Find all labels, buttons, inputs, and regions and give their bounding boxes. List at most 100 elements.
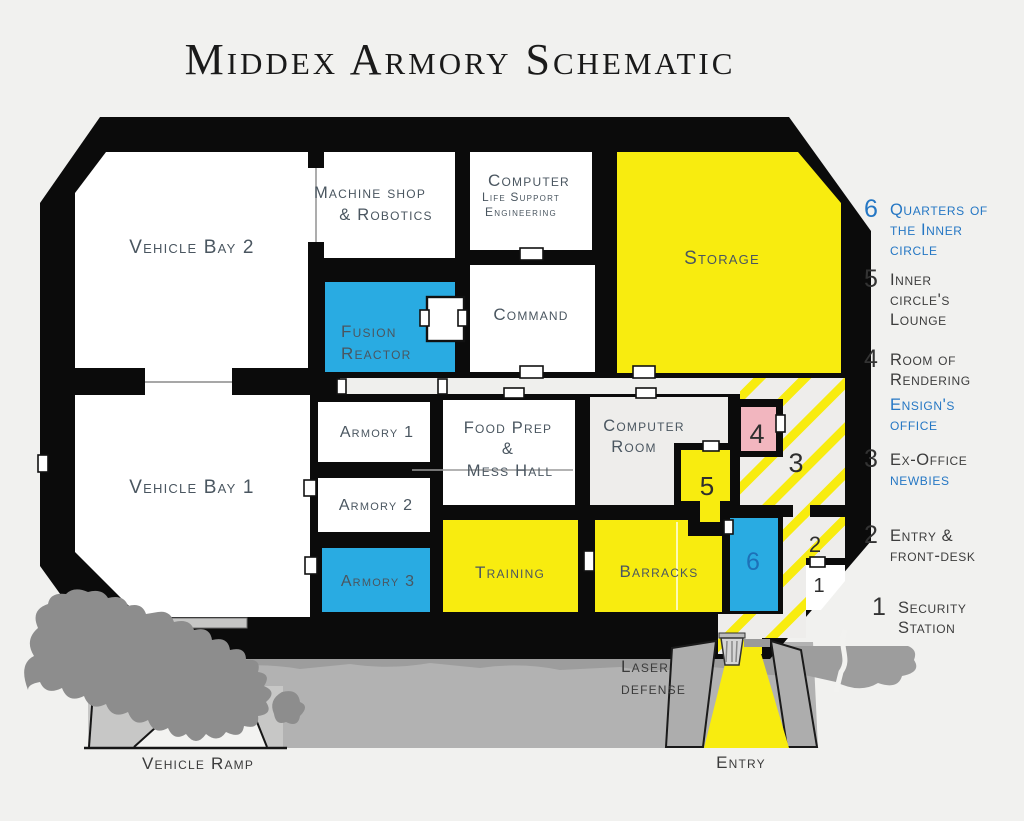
door — [419, 309, 430, 327]
doors — [37, 247, 826, 629]
room-food-prep — [443, 400, 575, 505]
door — [37, 454, 49, 473]
legend-line: Ex-Office — [890, 451, 968, 469]
legend-number-6: 6 — [864, 195, 878, 223]
entry-wall-right — [769, 639, 819, 748]
label-armory-3: Armory 3 — [341, 573, 415, 590]
label-vehicle-ramp: Vehicle Ramp — [142, 754, 254, 773]
door — [437, 378, 448, 395]
label-room-4: 4 — [749, 419, 764, 449]
legend-line: Lounge — [890, 311, 947, 329]
label-computer-lse-1: Computer — [488, 171, 570, 190]
room-vehicle-bay-1 — [75, 395, 310, 617]
legend-line: circle — [890, 241, 938, 259]
door — [775, 414, 786, 433]
label-laser-defense-2: defense — [621, 679, 686, 698]
legend-item-6: 6 Quarters of the Inner circle — [864, 197, 988, 260]
room-computer-room — [590, 397, 728, 505]
legend-line: office — [890, 416, 938, 434]
label-room-5: 5 — [700, 471, 714, 501]
room-computer-life-support — [470, 152, 592, 250]
label-entry: Entry — [716, 753, 766, 772]
room-5 — [681, 450, 730, 522]
label-food-prep-1: Food Prep — [464, 419, 552, 437]
legend-item-2: 2 Entry & front-desk — [864, 523, 976, 566]
legend-line: the Inner — [890, 221, 963, 239]
label-machine-shop-2: & Robotics — [339, 206, 433, 224]
label-storage: Storage — [684, 248, 760, 269]
room-armory-1 — [318, 402, 430, 462]
page-title: Middex Armory Schematic — [184, 35, 736, 84]
legend-line: Entry & — [890, 527, 954, 545]
door — [635, 387, 657, 399]
label-food-prep-2: & — [502, 440, 514, 458]
outside-labels: Laser defense Entry Vehicle Ramp — [142, 657, 766, 773]
entry-wall-left — [664, 639, 718, 748]
label-vehicle-bay-2: Vehicle Bay 2 — [129, 237, 254, 258]
label-room-6: 6 — [746, 548, 760, 576]
door — [702, 440, 720, 452]
label-laser-defense-1: Laser — [621, 657, 669, 676]
door — [632, 365, 656, 379]
legend-number-1: 1 — [872, 593, 886, 621]
door — [519, 365, 544, 379]
room-4 — [741, 407, 776, 451]
legend-item-5: 5 Inner circle's Lounge — [864, 267, 950, 330]
legend-item-1: 1 Security Station — [864, 595, 966, 638]
door — [304, 556, 318, 575]
legend-line: Inner — [890, 271, 932, 289]
legend-item-4: 4 Room of Rendering Ensign's office — [864, 347, 971, 435]
corridor — [340, 378, 740, 394]
room-machine-shop — [324, 152, 455, 258]
label-room-1: 1 — [813, 575, 824, 597]
label-machine-shop-1: Machine shop — [314, 184, 426, 202]
legend-line: circle's — [890, 291, 950, 309]
entry-area — [664, 632, 819, 748]
label-computer-lse-2: Life Support — [482, 190, 560, 204]
legend: 6 Quarters of the Inner circle 5 Inner c… — [864, 0, 1022, 821]
laser-beam — [704, 640, 789, 748]
legend-line: Security — [898, 599, 967, 617]
room-training — [443, 520, 578, 612]
room-command — [470, 265, 595, 372]
label-room-2: 2 — [809, 532, 821, 557]
door — [457, 309, 468, 327]
door — [809, 556, 826, 568]
label-fusion-1: Fusion — [341, 322, 397, 341]
door — [723, 519, 734, 535]
label-training: Training — [475, 563, 545, 582]
room-storage — [617, 152, 841, 373]
room-1 — [806, 565, 845, 610]
legend-number-2: 2 — [864, 521, 878, 549]
legend-number-5: 5 — [864, 265, 878, 293]
room-6 — [730, 518, 778, 611]
rooms — [75, 152, 845, 654]
label-room-3: 3 — [788, 448, 803, 478]
room-armory-3 — [322, 548, 430, 612]
terrain-blob-small — [272, 691, 305, 724]
label-food-prep-3: Mess Hall — [467, 462, 553, 480]
legend-line: Quarters of — [890, 201, 988, 219]
legend-line: Station — [898, 619, 956, 637]
legend-line: Ensign's — [890, 396, 955, 414]
terrain-blob — [24, 589, 272, 741]
door — [503, 387, 525, 399]
label-command: Command — [493, 305, 568, 324]
room-vehicle-bay-2 — [75, 152, 308, 368]
legend-number-3: 3 — [864, 445, 878, 473]
room-labels: Vehicle Bay 2 Vehicle Bay 1 Machine shop… — [129, 171, 824, 597]
label-computer-lse-3: Engineering — [485, 205, 557, 219]
legend-line: Room of — [890, 351, 957, 369]
door — [303, 479, 317, 497]
terrain-crack — [833, 629, 848, 693]
label-armory-1: Armory 1 — [340, 424, 414, 441]
legend-number-4: 4 — [864, 345, 878, 373]
label-computer-room-2: Room — [611, 438, 656, 456]
legend-item-3: 3 Ex-Office newbies — [864, 447, 967, 490]
label-computer-room-1: Computer — [603, 417, 685, 435]
legend-line: front-desk — [890, 547, 976, 565]
door — [583, 550, 595, 572]
label-vehicle-bay-1: Vehicle Bay 1 — [129, 477, 254, 498]
